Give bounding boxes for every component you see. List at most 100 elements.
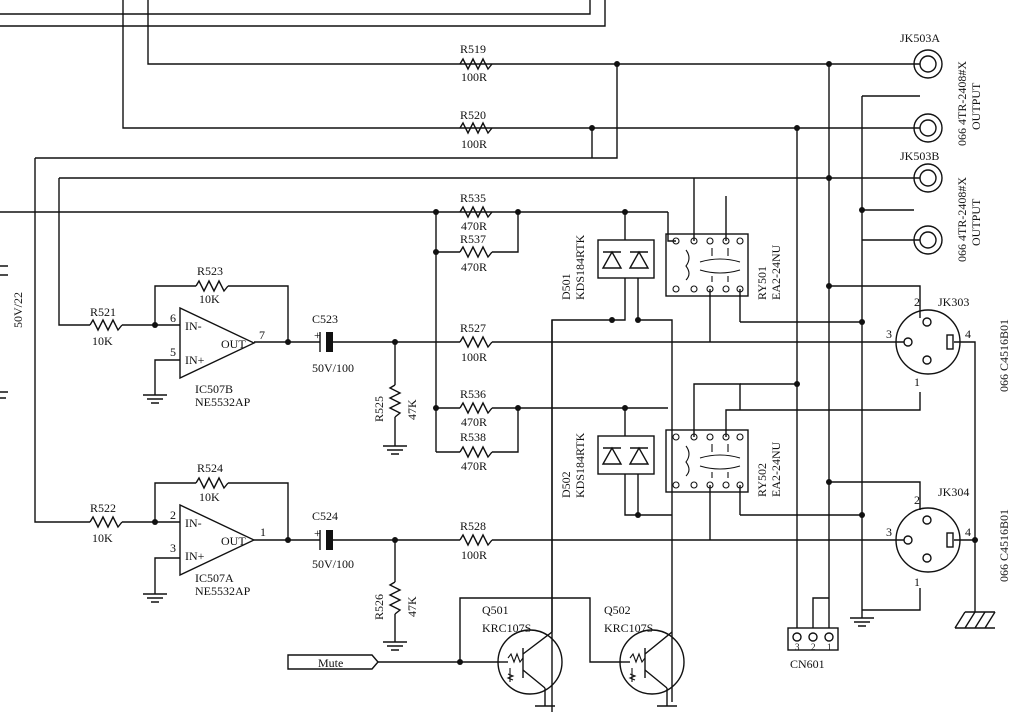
- r535-ref: R535: [460, 191, 486, 205]
- c524-value: 50V/100: [312, 557, 354, 571]
- jk303-pin1: 1: [914, 375, 920, 389]
- ic507a-part: NE5532AP: [195, 584, 251, 598]
- diode-d501: KDS184RTK D501: [559, 234, 655, 300]
- r537-ref: R537: [460, 232, 486, 246]
- r527-ref: R527: [460, 321, 486, 335]
- diode-d502: KDS184RTK D502: [559, 432, 655, 498]
- r536-ref: R536: [460, 387, 486, 401]
- r520-value: 100R: [461, 137, 487, 151]
- ic507a-pin3: 3: [170, 541, 176, 555]
- r524-value: 10K: [199, 490, 220, 504]
- capacitor-c524: + C524 50V/100: [312, 509, 354, 571]
- jk304-pin1: 1: [914, 575, 920, 589]
- resistor-r527: R527 100R: [459, 321, 493, 364]
- jk304-ref: JK304: [938, 485, 969, 499]
- jack-jk503a: JK503A 066 4TR-2408#X OUTPUT: [900, 31, 983, 146]
- jk303-part: 066 C4516B01: [997, 319, 1011, 392]
- svg-text:+: +: [314, 328, 321, 342]
- relay-ry502: RY502 EA2-24NU: [665, 429, 783, 497]
- jk503b-part: 066 4TR-2408#X: [955, 177, 969, 262]
- resistor-r520: R520 100R: [459, 108, 493, 151]
- ic507a-pin2: 2: [170, 508, 176, 522]
- r521-value: 10K: [92, 334, 113, 348]
- r538-ref: R538: [460, 430, 486, 444]
- ic507b-out: OUT: [221, 337, 246, 351]
- jk503a-type: OUTPUT: [969, 82, 983, 130]
- ic507b-in-minus: IN-: [185, 319, 202, 333]
- opamp-ic507a: IN- IN+ OUT 2 3 1 IC507A NE5532AP: [170, 503, 266, 598]
- ry501-ref: RY501: [755, 266, 769, 300]
- resistor-r537: R537 470R: [459, 232, 493, 274]
- jk304-part: 066 C4516B01: [997, 509, 1011, 582]
- r522-value: 10K: [92, 531, 113, 545]
- d501-part: KDS184RTK: [573, 234, 587, 300]
- svg-text:+: +: [314, 526, 321, 540]
- capacitor-c523: + C523 50V/100: [312, 312, 354, 375]
- jk503b-ref: JK503B: [900, 149, 939, 163]
- r521-ref: R521: [90, 305, 116, 319]
- q502-part: KRC107S: [604, 621, 653, 635]
- c524-ref: C524: [312, 509, 338, 523]
- r524-ref: R524: [197, 461, 223, 475]
- left-cap-value: 50V/22: [11, 292, 25, 328]
- resistor-r521: R521 10K: [89, 305, 123, 348]
- ic507a-in-minus: IN-: [185, 516, 202, 530]
- mute-input-tag: Mute: [287, 654, 379, 670]
- r535-value: 470R: [461, 219, 487, 233]
- ic507a-in-plus: IN+: [185, 549, 205, 563]
- ic507a-out: OUT: [221, 534, 246, 548]
- r525-ref: R525: [372, 396, 386, 422]
- resistor-r526: R526 47K: [372, 581, 419, 620]
- jk304-pin2: 2: [914, 493, 920, 507]
- d502-ref: D502: [559, 471, 573, 498]
- r537-value: 470R: [461, 260, 487, 274]
- jk304-pin4: 4: [965, 525, 971, 539]
- cn601-pin1: 1: [827, 642, 832, 652]
- resistor-r522: R522 10K: [89, 501, 123, 545]
- r536-value: 470R: [461, 415, 487, 429]
- q501-ref: Q501: [482, 603, 509, 617]
- ic507a-pin1: 1: [260, 525, 266, 539]
- jk303-pin4: 4: [965, 327, 971, 341]
- r528-value: 100R: [461, 548, 487, 562]
- r523-ref: R523: [197, 264, 223, 278]
- c523-value: 50V/100: [312, 361, 354, 375]
- ry502-ref: RY502: [755, 463, 769, 497]
- c523-ref: C523: [312, 312, 338, 326]
- r525-value: 47K: [405, 399, 419, 420]
- relay-ry501: RY501 EA2-24NU: [665, 233, 783, 300]
- ic507a-ref: IC507A: [195, 571, 234, 585]
- ic507b-pin5: 5: [170, 345, 176, 359]
- jk303-pin2: 2: [914, 295, 920, 309]
- mute-label: Mute: [318, 656, 343, 670]
- resistor-r524: R524 10K: [195, 461, 229, 504]
- ic507b-part: NE5532AP: [195, 395, 251, 409]
- r528-ref: R528: [460, 519, 486, 533]
- q501-part: KRC107S: [482, 621, 531, 635]
- resistor-r538: R538 470R: [459, 430, 493, 473]
- q502-ref: Q502: [604, 603, 631, 617]
- d502-part: KDS184RTK: [573, 432, 587, 498]
- resistor-r536: R536 470R: [459, 387, 493, 429]
- ic507b-in-plus: IN+: [185, 353, 205, 367]
- ic507b-ref: IC507B: [195, 382, 233, 396]
- jk503a-ref: JK503A: [900, 31, 940, 45]
- ry502-part: EA2-24NU: [769, 441, 783, 497]
- r526-value: 47K: [405, 596, 419, 617]
- jk503b-type: OUTPUT: [969, 198, 983, 246]
- connector-cn601: CN601 1 2 3: [787, 627, 839, 671]
- resistor-r525: R525 47K: [372, 384, 419, 422]
- opamp-ic507b: IN- IN+ OUT 6 5 7 IC507B NE5532AP: [170, 306, 265, 409]
- r523-value: 10K: [199, 292, 220, 306]
- r527-value: 100R: [461, 350, 487, 364]
- jack-jk503b: JK503B 066 4TR-2408#X OUTPUT: [900, 149, 983, 262]
- r520-ref: R520: [460, 108, 486, 122]
- resistor-r519: R519 100R: [459, 42, 493, 84]
- resistor-r523: R523 10K: [195, 264, 229, 306]
- cn601-ref: CN601: [790, 657, 825, 671]
- r538-value: 470R: [461, 459, 487, 473]
- cn601-pin3: 3: [795, 642, 800, 652]
- jk304-pin3: 3: [886, 525, 892, 539]
- cn601-pin2: 2: [811, 642, 816, 652]
